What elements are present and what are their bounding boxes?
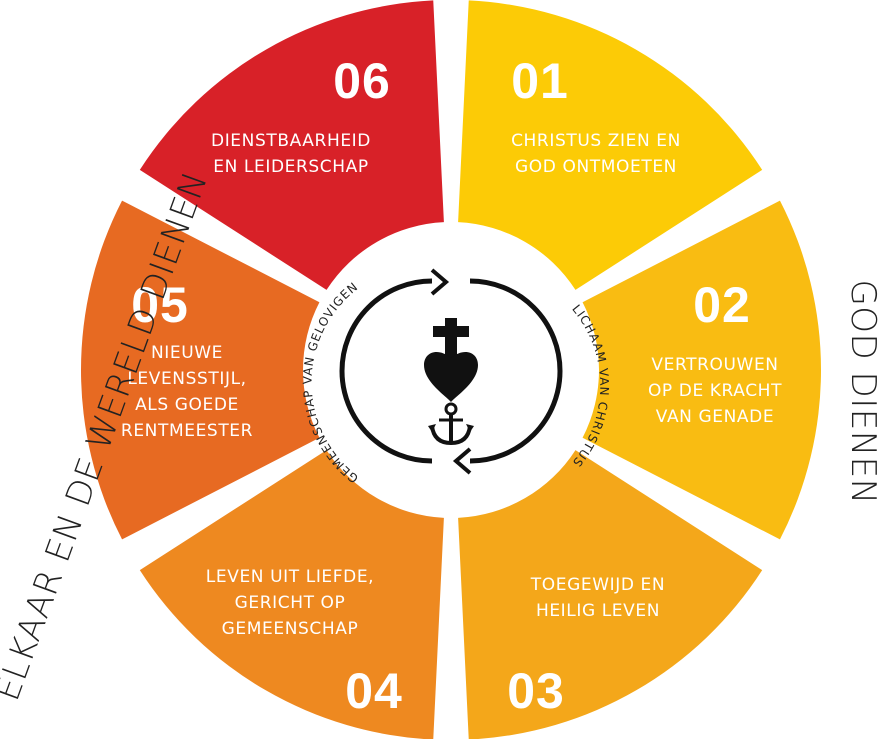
segment-05-label-line: LEVENSSTIJL, [127,369,246,389]
segment-05-number: 05 [131,277,189,333]
side-label-right: GOD DIENEN [843,279,881,504]
segment-01-shape [458,0,763,290]
segment-05-label-line: ALS GOEDE [135,395,239,415]
segment-03-number: 03 [507,663,565,719]
cycle-arrow-right [469,278,563,464]
segment-06-label-line: DIENSTBAARHEID [211,131,371,151]
heart-shape [424,351,478,402]
arrow-head-top [430,268,450,296]
cross-horizontal [433,326,469,337]
arrow-head-bottom [452,447,472,475]
segment-01-number: 01 [511,53,569,109]
cross-heart-anchor-icon [339,268,563,475]
segment-06-number: 06 [333,53,391,109]
segment-01-label-line: GOD ONTMOETEN [515,157,677,177]
segment-05-label-line: RENTMEESTER [121,421,253,441]
segment-02-label-line: VAN GENADE [656,407,774,427]
anchor-arms [430,425,472,446]
segment-03-label-line: TOEGEWIJD EN [530,575,665,595]
segment-03-shape [458,450,763,739]
anchor-ring [444,402,458,416]
segment-01-label-line: CHRISTUS ZIEN EN [511,131,681,151]
segment-06-shape [139,0,444,290]
segment-06-label-line: EN LEIDERSCHAP [213,157,368,177]
segment-02-number: 02 [693,277,751,333]
segment-02-label-line: OP DE KRACHT [648,381,782,401]
segment-04-number: 04 [345,663,403,719]
segment-04-label-line: GERICHT OP [235,593,346,613]
segment-05-label-line: NIEUWE [151,343,223,363]
anchor-fluke-left [428,424,436,432]
segment-04-shape [139,450,444,739]
segment-02-label-line: VERTROUWEN [651,355,778,375]
segment-03-label-line: HEILIG LEVEN [536,601,660,621]
segment-04-label-line: LEVEN UIT LIEFDE, [206,567,374,587]
segment-02-shape [582,200,821,540]
segment-05-shape [80,200,320,540]
cycle-arrow-left [339,278,433,464]
anchor-fluke-right [466,424,474,432]
segment-04-label-line: GEMEENSCHAP [222,619,359,639]
